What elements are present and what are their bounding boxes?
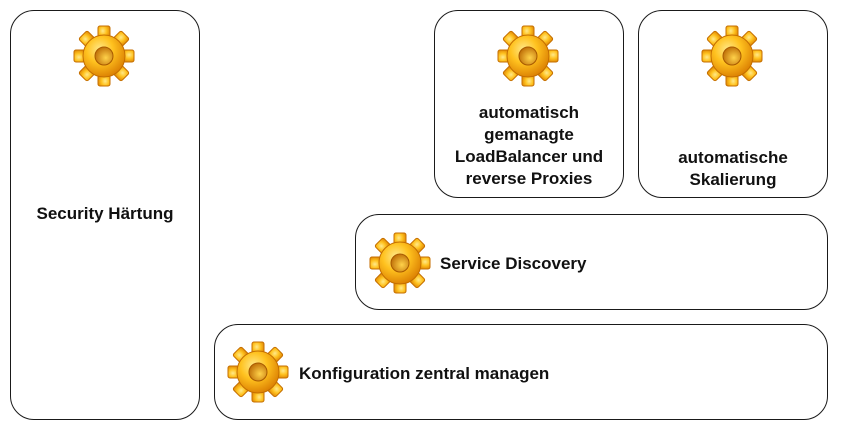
gear-icon [496,24,560,88]
gear-icon [368,231,432,295]
scaling-label: automatische Skalierung [638,147,828,191]
gear-icon [226,340,290,404]
service-discovery-label: Service Discovery [440,254,587,273]
loadbalancer-label-line: gemanagte [484,125,574,144]
loadbalancer-label-line: LoadBalancer und [454,147,604,166]
gear-icon [72,24,136,88]
configuration-box [214,324,828,420]
configuration-label: Konfiguration zentral managen [299,364,550,383]
security-hardening-label: Security Härtung [36,204,174,223]
service-discovery-box [355,214,828,310]
loadbalancer-label-line: automatisch [478,103,580,122]
scaling-label-line: automatische [678,148,788,167]
loadbalancer-label-line: reverse Proxies [465,169,593,188]
loadbalancer-label: automatisch gemanagte LoadBalancer und r… [434,102,624,190]
gear-icon [700,24,764,88]
scaling-label-line: Skalierung [689,170,777,189]
